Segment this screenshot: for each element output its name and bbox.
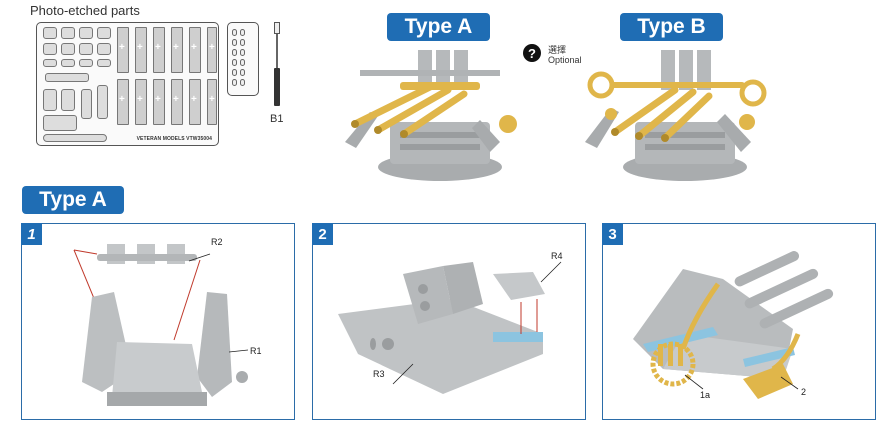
pe-part [232, 29, 237, 36]
photo-etch-fret-main: VETERAN MODELS VTW35004 [36, 22, 219, 146]
pe-part [61, 43, 75, 55]
pe-part [232, 39, 237, 46]
pe-strip [117, 79, 129, 125]
pe-part [232, 59, 237, 66]
pe-strip [117, 27, 129, 73]
pe-part [97, 85, 108, 119]
step-2-diagram [338, 261, 562, 394]
callout-r4: R4 [551, 251, 563, 261]
pe-part [79, 59, 93, 67]
pe-part [240, 49, 245, 56]
pe-part [45, 73, 89, 82]
pe-strip [171, 79, 183, 125]
pe-part [79, 43, 93, 55]
assembly-step-1: 1 R2 R1 [21, 223, 295, 420]
pe-strip [135, 79, 147, 125]
option-label-zh: 選擇 [548, 45, 567, 55]
type-b-badge: Type B [620, 13, 723, 41]
assembly-step-2: 2 R4 R3 [312, 223, 586, 420]
callout-1a: 1a [700, 390, 711, 400]
pe-strip [153, 79, 165, 125]
pe-part [79, 27, 93, 39]
type-a-badge: Type A [387, 13, 490, 41]
pe-strip [189, 79, 201, 125]
pe-part [61, 59, 75, 67]
step-number: 3 [602, 223, 623, 245]
step-number: 2 [312, 223, 333, 245]
callout-2: 2 [801, 387, 807, 397]
step-number: 1 [21, 223, 42, 245]
pe-part [240, 59, 245, 66]
option-label-en: Optional [548, 55, 582, 65]
pe-strip [207, 27, 217, 73]
pe-part [97, 43, 111, 55]
barrel-grip [274, 68, 280, 106]
pe-part [61, 89, 75, 111]
pe-part [43, 134, 107, 142]
step-1-diagram [73, 244, 249, 406]
barrel-part-b1 [274, 22, 280, 110]
pe-part [61, 27, 75, 39]
callout-r3: R3 [373, 369, 385, 379]
pe-part [43, 43, 57, 55]
barrel-tip [274, 22, 280, 34]
pe-part [232, 79, 237, 86]
section-type-a-badge: Type A [22, 186, 124, 214]
pe-part [240, 79, 245, 86]
pe-part [81, 89, 92, 119]
pe-strip [171, 27, 183, 73]
barrel-shaft [276, 34, 278, 68]
pe-part [240, 69, 245, 76]
photo-etch-fret-small [227, 22, 259, 96]
pe-part [97, 59, 111, 67]
pe-strip [153, 27, 165, 73]
pe-part [43, 115, 77, 131]
pe-strip [189, 27, 201, 73]
pe-part [232, 69, 237, 76]
barrel-label-b1: B1 [270, 113, 284, 125]
pe-part [43, 59, 57, 67]
pe-part [43, 89, 57, 111]
callout-r2: R2 [211, 237, 223, 247]
callout-r1: R1 [250, 346, 262, 356]
pe-strip [207, 79, 217, 125]
pe-part [232, 49, 237, 56]
question-circle-icon: ? [523, 44, 541, 62]
pe-part [97, 27, 111, 39]
assembly-step-3: 3 1a 2 [602, 223, 876, 420]
pe-part [43, 27, 57, 39]
photo-etched-parts-title: Photo-etched parts [30, 3, 140, 18]
pe-strip [135, 27, 147, 73]
pe-part [240, 29, 245, 36]
type-a-gun-render [345, 50, 517, 181]
pe-part [240, 39, 245, 46]
step-3-diagram [633, 251, 834, 399]
type-b-gun-render [585, 50, 767, 181]
fret-label: VETERAN MODELS VTW35004 [136, 136, 212, 142]
